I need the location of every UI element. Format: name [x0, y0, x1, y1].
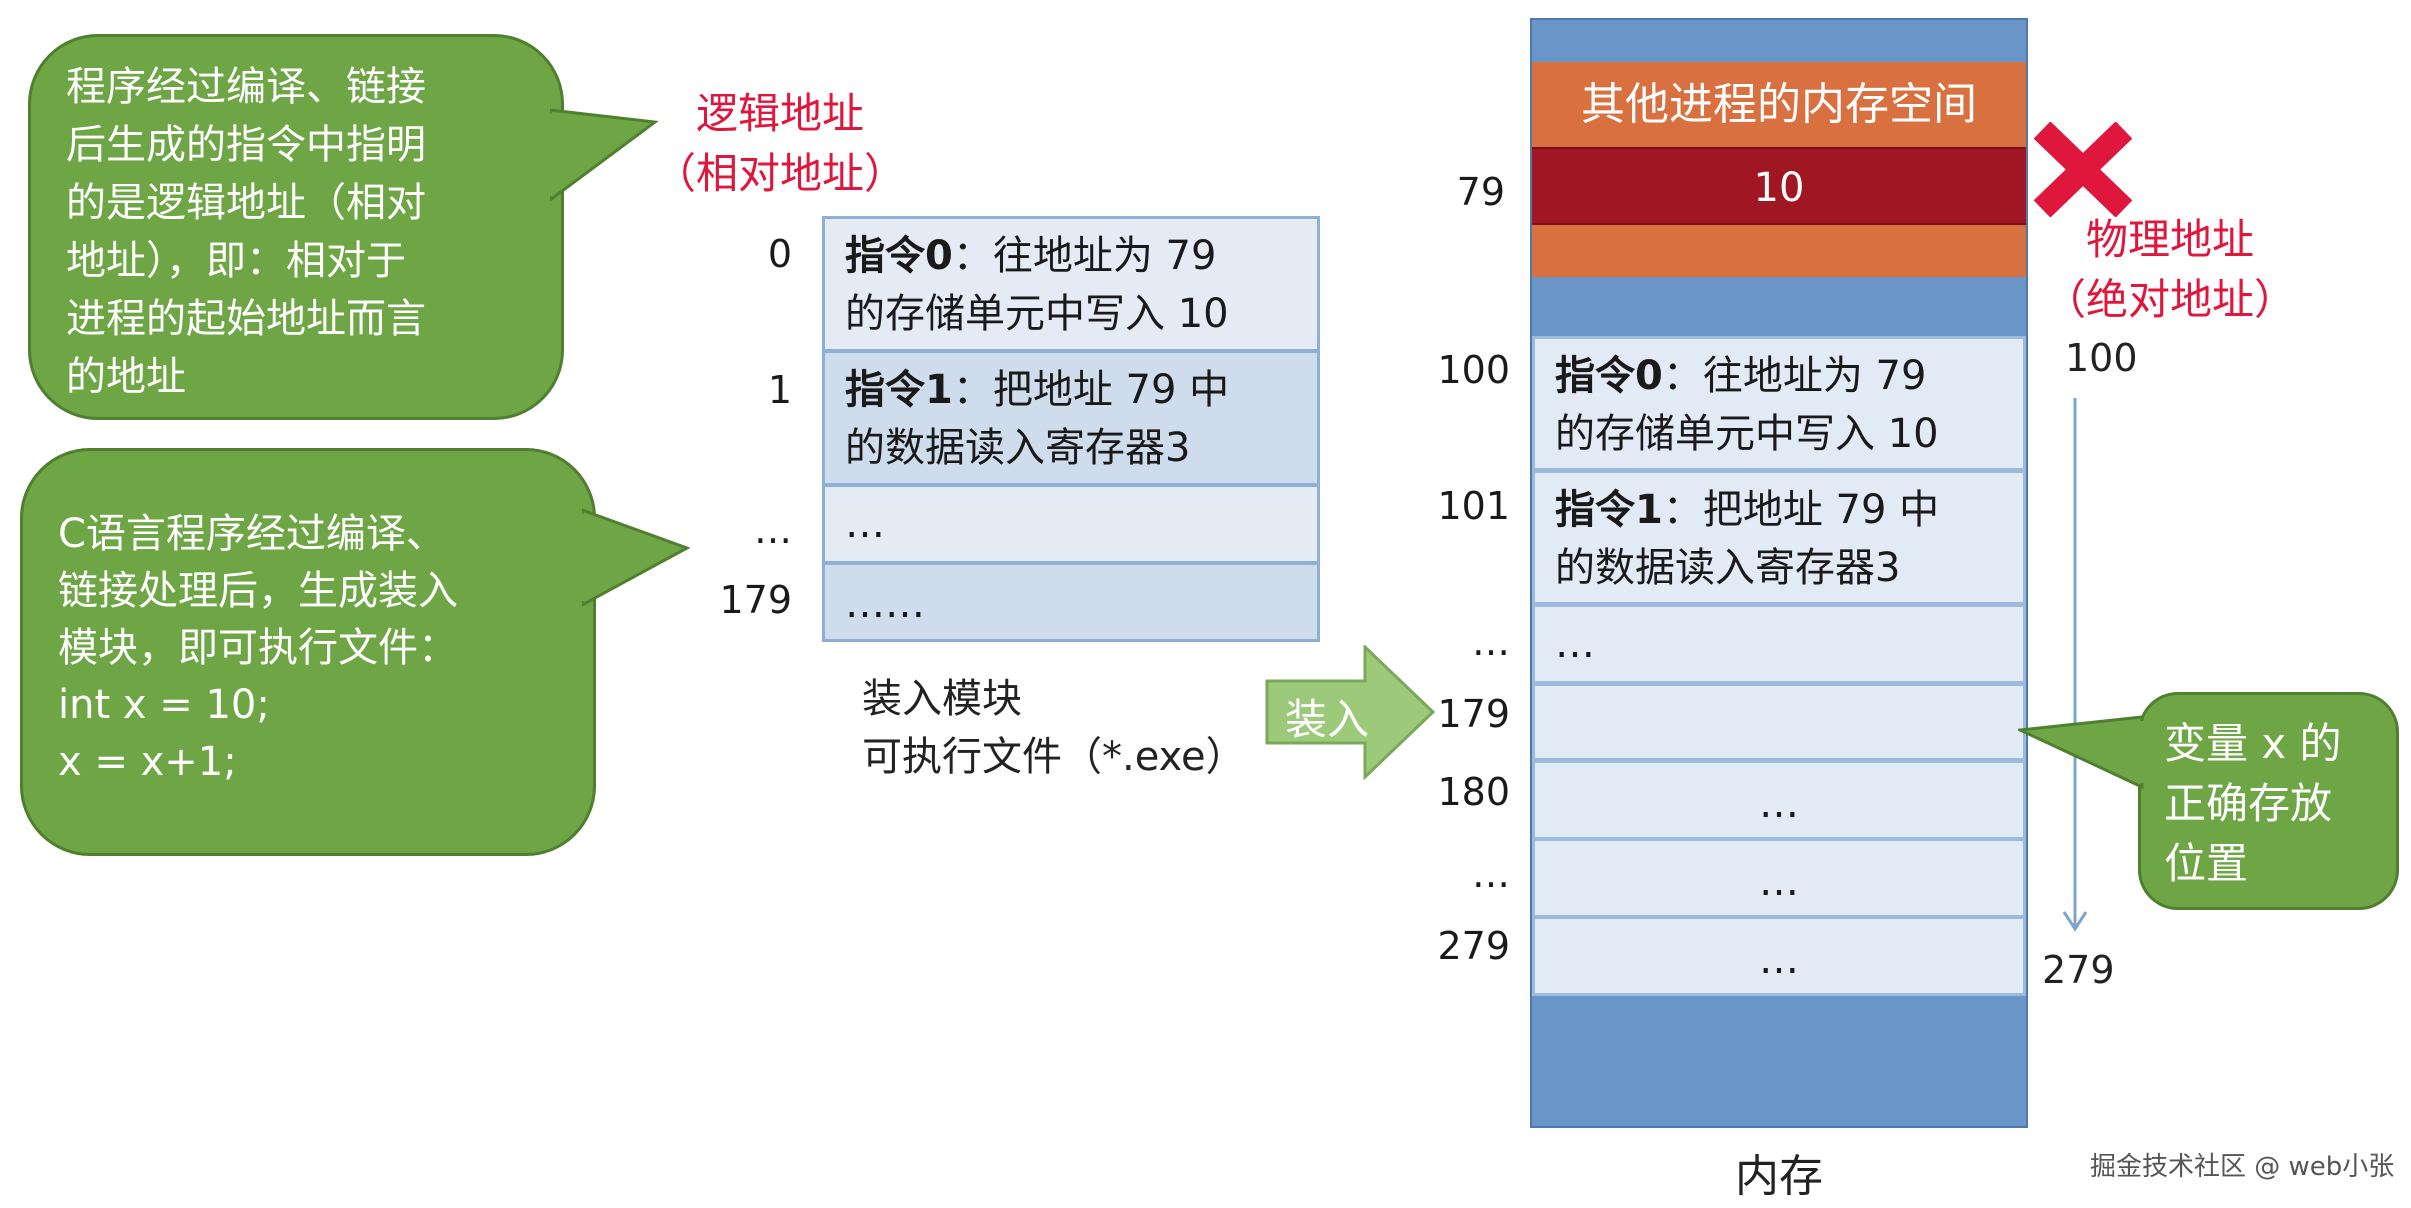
- module-caption: 装入模块 可执行文件（*.exe）: [862, 670, 1246, 786]
- module-address: …: [754, 508, 792, 552]
- instruction-name: 指令1: [1555, 487, 1663, 533]
- bubble-tail: [582, 508, 691, 607]
- other-process-space-lower: [1532, 225, 2026, 277]
- module-address: 1: [767, 368, 792, 412]
- physical-label-line1: 物理地址: [2085, 215, 2254, 264]
- bubble-line: int x = 10;: [58, 682, 270, 728]
- bubble-line: C语言程序经过编译、: [58, 511, 446, 557]
- bubble-line: 进程的起始地址而言: [66, 296, 426, 342]
- physical-address-label: 物理地址 （绝对地址）: [2030, 210, 2310, 330]
- memory-address: 100: [1437, 348, 1510, 392]
- module-caption-line2: 可执行文件（*.exe）: [862, 734, 1246, 780]
- logical-address-label: 逻辑地址 （相对地址）: [640, 84, 920, 204]
- memory-row: …: [1532, 838, 2026, 918]
- bubble-line: 模块，即可执行文件：: [58, 625, 458, 671]
- module-address: 179: [719, 578, 792, 622]
- memory-address: 179: [1437, 692, 1510, 736]
- physical-label-line2: （绝对地址）: [2043, 275, 2296, 324]
- memory-address: …: [1472, 852, 1510, 896]
- memory-address: …: [1472, 620, 1510, 664]
- ellipsis-text: …: [1759, 937, 1799, 983]
- memory-row: 指令1：把地址 79 中 的数据读入寄存器3: [1532, 470, 2026, 605]
- bubble-tail: [550, 108, 659, 202]
- cross-icon: [2033, 122, 2133, 217]
- module-row: ……: [822, 562, 1320, 642]
- bubble-line: x = x+1;: [58, 739, 237, 785]
- instruction-text: 的数据读入寄存器3: [845, 425, 1191, 471]
- memory-row: …: [1532, 760, 2026, 840]
- bubble-line: 程序经过编译、链接: [66, 64, 426, 110]
- memory-caption: 内存: [1735, 1151, 1823, 1202]
- ellipsis-text: …: [1759, 781, 1799, 827]
- module-row: 指令0：往地址为 79 的存储单元中写入 10: [822, 216, 1320, 352]
- instruction-text: 的存储单元中写入 10: [845, 291, 1229, 337]
- memory-row: 指令0：往地址为 79 的存储单元中写入 10: [1532, 336, 2026, 471]
- instruction-name: 指令0: [1555, 353, 1663, 399]
- instruction-name: 指令0: [845, 233, 953, 279]
- other-process-space: 其他进程的内存空间: [1532, 62, 2026, 147]
- load-arrow: [1265, 645, 1435, 780]
- instruction-text: ：往地址为 79: [1662, 353, 1927, 399]
- ellipsis-text: …: [1555, 621, 1595, 667]
- watermark: 掘金技术社区 @ web小张: [2090, 1152, 2395, 1182]
- memory-row-variable-x: [1532, 683, 2026, 761]
- bubble-line: 变量 x 的: [2164, 719, 2342, 768]
- bubble-line: 的是逻辑地址（相对: [66, 180, 426, 226]
- range-arrow: [2062, 398, 2088, 932]
- ellipsis-text: ……: [845, 581, 925, 627]
- instruction-text: ：往地址为 79: [952, 233, 1217, 279]
- bubble-line: 后生成的指令中指明: [66, 122, 426, 168]
- bubble-line: 链接处理后，生成装入: [58, 568, 458, 614]
- instruction-text: ：把地址 79 中: [952, 367, 1230, 413]
- module-address: 0: [767, 232, 792, 276]
- module-caption-line1: 装入模块: [862, 676, 1022, 722]
- memory-row: …: [1532, 604, 2026, 684]
- bubble-line: 地址），即：相对于: [66, 238, 406, 284]
- memory-cell-79: 10: [1532, 147, 2026, 225]
- instruction-text: 的数据读入寄存器3: [1555, 545, 1901, 591]
- bubble-line: 正确存放: [2164, 779, 2333, 828]
- logical-label-line2: （相对地址）: [653, 149, 906, 198]
- memory-address: 101: [1437, 484, 1510, 528]
- load-arrow-label: 装入: [1285, 695, 1370, 744]
- bubble-tail: [2018, 715, 2144, 790]
- bubble-line: 的地址: [66, 354, 186, 400]
- module-row: …: [822, 484, 1320, 564]
- ellipsis-text: …: [1759, 859, 1799, 905]
- module-row: 指令1：把地址 79 中 的数据读入寄存器3: [822, 350, 1320, 486]
- ellipsis-text: …: [845, 501, 885, 547]
- instruction-text: 的存储单元中写入 10: [1555, 411, 1939, 457]
- memory-address: 180: [1437, 770, 1510, 814]
- memory-address: 79: [1456, 170, 1505, 214]
- instruction-text: ：把地址 79 中: [1662, 487, 1940, 533]
- memory-row: …: [1532, 916, 2026, 996]
- logical-label-line1: 逻辑地址: [695, 89, 864, 138]
- memory-address: 279: [1437, 924, 1510, 968]
- instruction-name: 指令1: [845, 367, 953, 413]
- physical-range-end: 279: [2042, 948, 2115, 992]
- bubble-line: 位置: [2164, 839, 2249, 888]
- physical-range-start: 100: [2065, 336, 2138, 380]
